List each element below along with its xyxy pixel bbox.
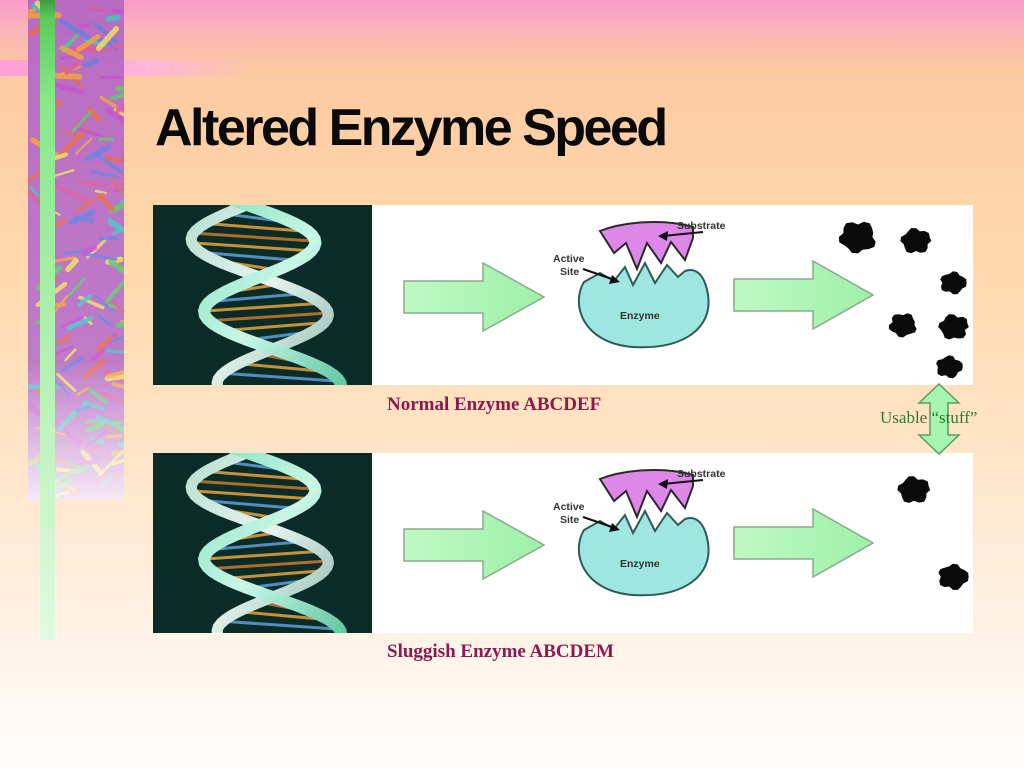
- right-arrow-icon: [403, 509, 546, 581]
- product-blob: [938, 563, 969, 590]
- product-blob: [900, 228, 932, 254]
- right-arrow-icon: [733, 259, 875, 331]
- active-site-label-line2: Site: [560, 266, 579, 278]
- product-blob: [938, 314, 969, 340]
- dna-helix-icon: [153, 205, 372, 385]
- product-blobs: [838, 221, 969, 379]
- normal-enzyme-caption: Normal Enzyme ABCDEF: [387, 394, 602, 415]
- slide-title: Altered Enzyme Speed: [155, 99, 668, 157]
- sluggish-enzyme-diagram: Substrate Active Site Enzyme: [153, 453, 973, 633]
- substrate-shape: [598, 469, 694, 520]
- enzyme-label: Enzyme: [620, 558, 660, 570]
- product-blobs: [897, 476, 969, 590]
- substrate-shape: [598, 221, 694, 272]
- sluggish-enzyme-caption: Sluggish Enzyme ABCDEM: [387, 641, 614, 662]
- substrate-label: Substrate: [677, 468, 726, 480]
- right-arrow-icon: [403, 261, 546, 333]
- active-site-label-line2: Site: [560, 514, 579, 526]
- enzyme-shape: [577, 508, 710, 597]
- usable-stuff-label: Usable “stuff”: [880, 408, 978, 427]
- product-blob: [838, 221, 876, 254]
- product-blob: [936, 355, 963, 379]
- decorative-green-bar: [40, 0, 55, 640]
- dna-helix-icon: [153, 453, 372, 633]
- enzyme-shape: [577, 260, 710, 349]
- substrate-label: Substrate: [677, 220, 726, 232]
- double-arrow-icon: [917, 383, 961, 455]
- product-blob: [888, 313, 917, 338]
- right-arrow-icon: [733, 507, 875, 579]
- active-site-label: Active: [553, 253, 585, 265]
- product-blob: [897, 476, 931, 503]
- enzyme-label: Enzyme: [620, 310, 660, 322]
- active-site-label: Active: [553, 501, 585, 513]
- normal-enzyme-diagram: Substrate Active Site Enzyme: [153, 205, 973, 385]
- product-blob: [940, 271, 967, 295]
